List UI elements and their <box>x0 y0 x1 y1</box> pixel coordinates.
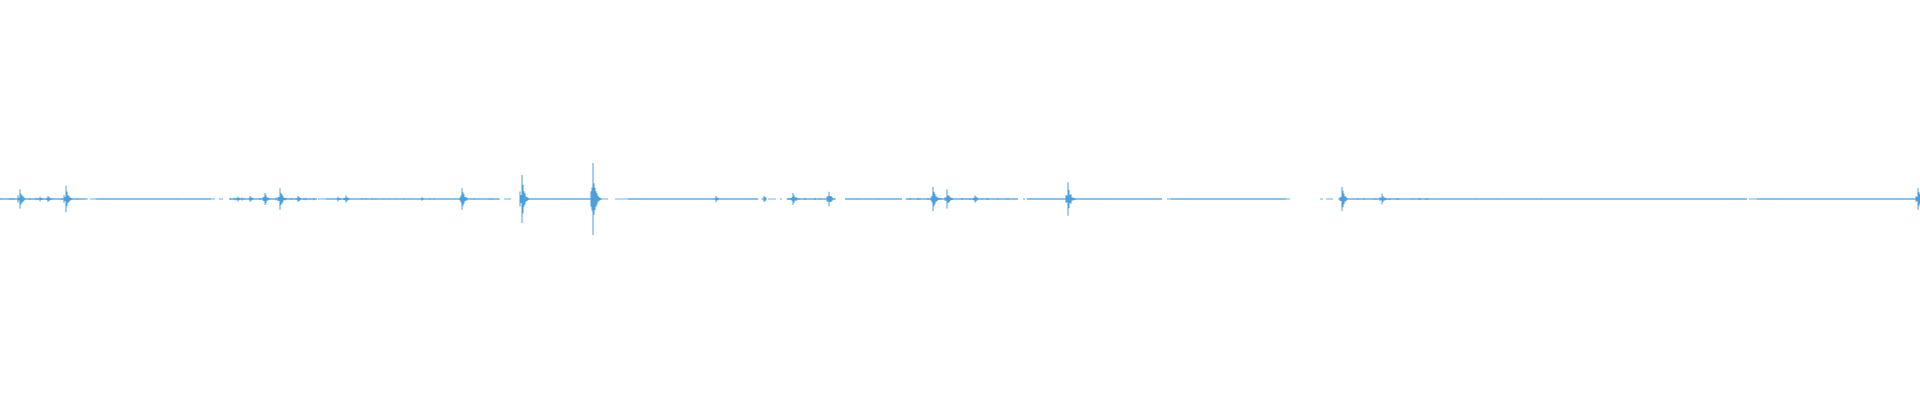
waveform-peak <box>45 196 52 202</box>
waveform-peak <box>459 188 468 210</box>
waveform-peak <box>63 185 73 213</box>
waveform-peak <box>790 193 798 205</box>
waveform-peak <box>247 196 254 202</box>
waveform-peak <box>826 191 834 207</box>
waveform-peak <box>519 175 530 223</box>
waveform-peak <box>262 193 270 205</box>
waveform-peaks <box>17 163 1920 235</box>
waveform-peak <box>335 196 341 202</box>
waveform-peak <box>761 196 767 202</box>
waveform-peak <box>713 196 719 202</box>
waveform-peak <box>1065 182 1076 216</box>
waveform-peak <box>277 188 287 210</box>
waveform-peak <box>1379 193 1387 205</box>
waveform-peak <box>590 163 602 235</box>
waveform-peak <box>37 196 44 202</box>
waveform-peak <box>17 189 26 209</box>
waveform-peak <box>930 187 940 211</box>
waveform-peak <box>343 195 350 203</box>
waveform-peak <box>420 197 424 201</box>
waveform-peak <box>944 189 954 209</box>
waveform-peak <box>235 196 242 202</box>
waveform-peak <box>972 195 980 203</box>
waveform-peak <box>295 196 302 202</box>
waveform-segments <box>0 197 1918 201</box>
waveform-peak <box>1339 187 1348 211</box>
waveform-peak <box>1915 188 1920 210</box>
